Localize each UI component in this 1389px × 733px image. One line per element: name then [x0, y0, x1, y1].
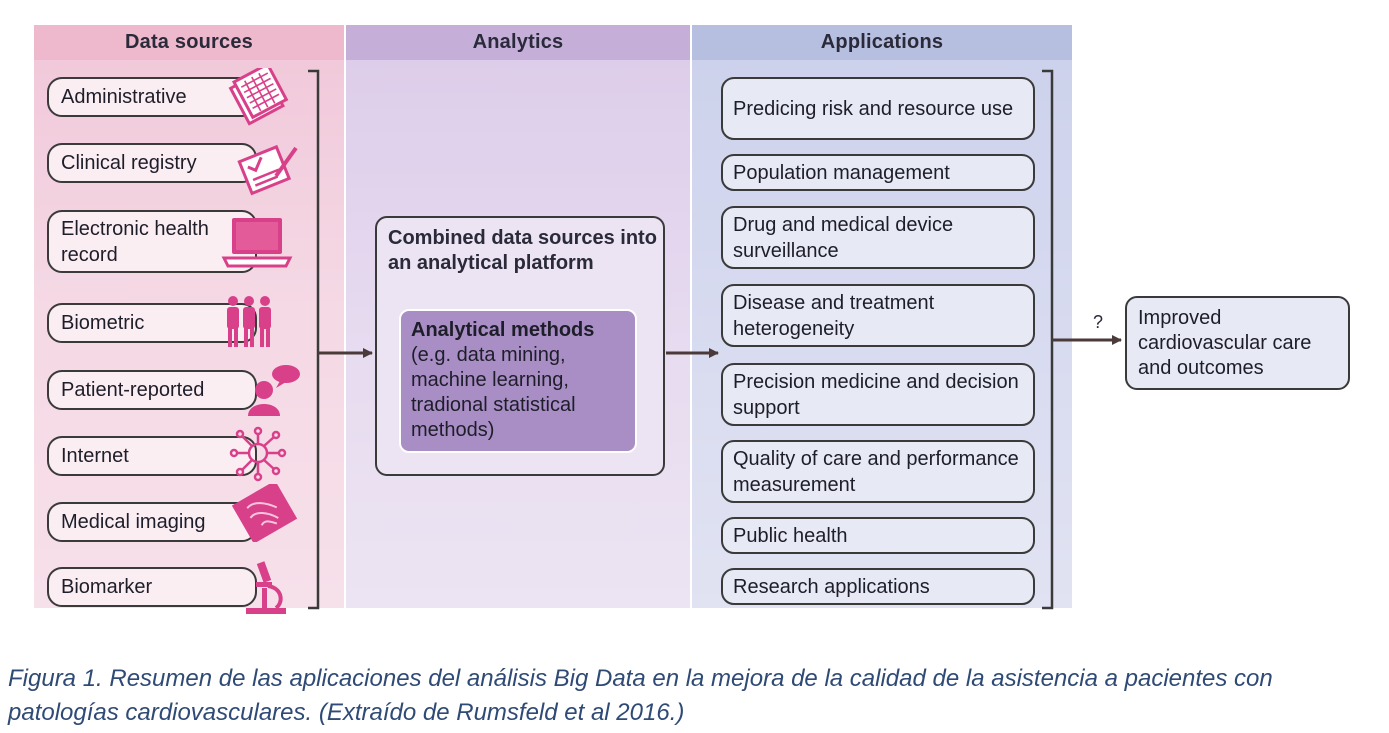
- source-biomarker: Biomarker: [47, 567, 257, 607]
- source-clinical-registry: Clinical registry: [47, 143, 257, 183]
- analytical-platform-title: Combined data sources into an analytical…: [388, 227, 657, 274]
- source-electronic-health-record: Electronic health record: [47, 210, 257, 273]
- data-sources-bracket: [308, 69, 320, 610]
- application-predicting-risk: Predicing risk and resource use: [721, 77, 1035, 140]
- application-quality-of-care: Quality of care and performance measurem…: [721, 440, 1035, 503]
- figure-caption: Figura 1. Resumen de las aplicaciones de…: [8, 665, 1273, 726]
- network-icon: [229, 426, 287, 482]
- laptop-icon: [221, 218, 293, 268]
- analytics-header: Analytics: [346, 25, 690, 60]
- analytical-methods-text: (e.g. data mining, machine learning, tra…: [411, 344, 576, 441]
- documents-icon: [228, 68, 289, 126]
- application-research: Research applications: [721, 568, 1035, 605]
- clipboard-icon: [237, 144, 298, 196]
- application-public-health: Public health: [721, 517, 1035, 554]
- source-internet: Internet: [47, 436, 257, 476]
- analytical-methods-title: Analytical methods: [411, 319, 595, 341]
- source-administrative: Administrative: [47, 77, 257, 117]
- application-drug-device-surveillance: Drug and medical device surveillance: [721, 206, 1035, 269]
- microscope-icon: [246, 561, 286, 614]
- speech-person-icon: [248, 365, 300, 416]
- application-precision-medicine: Precision medicine and decision support: [721, 363, 1035, 426]
- applications-bracket: [1042, 69, 1054, 610]
- scan-image-icon: [231, 484, 298, 542]
- application-disease-heterogeneity: Disease and treatment heterogeneity: [721, 284, 1035, 347]
- applications-header: Applications: [692, 25, 1072, 60]
- source-biometric: Biometric: [47, 303, 257, 343]
- source-medical-imaging: Medical imaging: [47, 502, 257, 542]
- people-silhouette-icon: [227, 296, 271, 347]
- analytical-methods-box: Analytical methods (e.g. data mining, ma…: [399, 309, 637, 453]
- source-patient-reported: Patient-reported: [47, 370, 257, 410]
- data-sources-header: Data sources: [34, 25, 344, 60]
- outcome-box: Improved cardiovascular care and outcome…: [1125, 296, 1350, 390]
- uncertainty-question-mark: ?: [1093, 312, 1104, 332]
- application-population-management: Population management: [721, 154, 1035, 191]
